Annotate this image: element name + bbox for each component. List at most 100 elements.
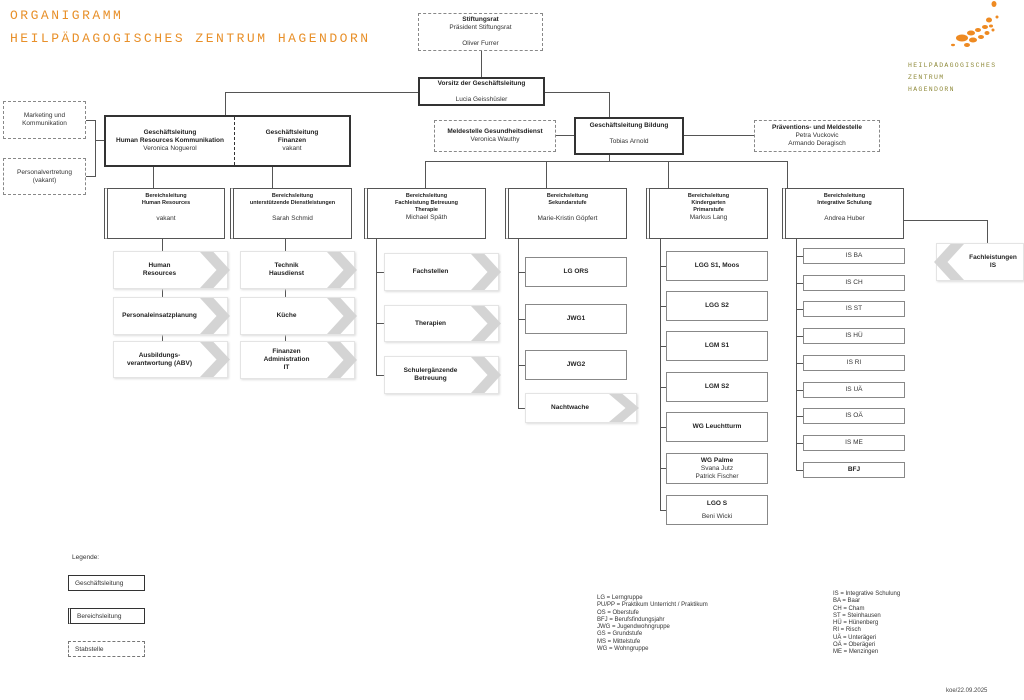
connector: [556, 135, 574, 136]
unit-label: Resources: [142, 270, 177, 277]
unit-label: Schulergänzende: [403, 367, 458, 374]
box-name: vakant: [282, 145, 302, 152]
connector: [609, 92, 610, 118]
box-title: (vakant): [32, 176, 57, 184]
connector: [425, 161, 426, 188]
unit-label: verantwortung (ABV): [127, 359, 192, 367]
marketing-stab-box: Marketing und Kommunikation: [3, 101, 86, 139]
unit-label: Hausdienst: [268, 270, 305, 277]
box-title: Human Resources: [141, 200, 191, 206]
box-name: vakant: [156, 215, 176, 222]
abbreviation: JWG = Jugendwohngruppe: [597, 624, 670, 631]
unit-label: WG Leuchtturm: [692, 423, 742, 430]
unit-nachtwache: Nachtwache: [525, 393, 637, 423]
connector: [609, 155, 610, 161]
box-name: Armando Deragisch: [788, 140, 846, 147]
box-title: Bereichsleitung: [405, 193, 448, 199]
unit-label: LGG S2: [705, 302, 729, 309]
unit-lgm-s1: LGM S1: [666, 331, 768, 361]
unit-lg-ors: LG ORS: [525, 257, 627, 287]
box-title: Bereichsleitung: [271, 193, 314, 199]
abbreviation: BFJ = Berufsfindungsjahr: [597, 616, 665, 623]
unit-label: Ausbildungs-: [138, 351, 181, 359]
connector: [518, 272, 525, 273]
box-title: Bereichsleitung: [145, 193, 187, 199]
connector: [796, 470, 803, 471]
box-title: Sekundarstufe: [548, 200, 587, 206]
connector: [272, 166, 273, 188]
box-name: Markus Lang: [689, 214, 728, 221]
abbreviation: MS = Mittelstufe: [597, 638, 641, 645]
gl-bildung-box: Geschäftsleitung Bildung Tobias Arnold: [574, 117, 684, 155]
box-title: Personalvertretung: [17, 168, 72, 176]
box-title: Bereichsleitung: [687, 193, 730, 199]
logo-text: HEILPÄDAGOGISCHES ZENTRUM HAGENDORN: [908, 60, 996, 96]
unit-label: IS ST: [845, 305, 863, 312]
box-title: Human Resources Kommunikation: [116, 137, 224, 144]
unit-kueche: Küche: [240, 297, 355, 335]
box-title: Kindergarten: [691, 200, 726, 206]
unit-label: Personaleinsatzplanung: [122, 312, 197, 319]
unit-label: JWG1: [566, 315, 586, 322]
unit-name: Beni Wicki: [701, 512, 733, 520]
box-title: Geschäftsleitung: [265, 129, 319, 136]
legend-stabstelle: Stabstelle: [68, 641, 145, 657]
legend-bereichsleitung: Bereichsleitung: [68, 608, 145, 624]
praevention-box: Präventions- und Meldestelle Petra Vucko…: [754, 120, 880, 152]
connector: [162, 239, 163, 341]
unit-personaleinsatzplanung: Personaleinsatzplanung: [113, 297, 228, 335]
vorsitz-box: Vorsitz der Geschäftsleitung Lucia Geiss…: [418, 77, 545, 106]
box-title: Präventions- und Meldestelle: [772, 124, 862, 131]
unit-label: IS ME: [845, 439, 863, 446]
connector: [518, 365, 525, 366]
unit-is: IS ME: [803, 435, 905, 451]
connector: [787, 161, 788, 188]
unit-label: IS RI: [846, 359, 862, 366]
unit-label: Administration: [263, 356, 310, 363]
connector: [86, 176, 95, 177]
connector: [904, 220, 987, 221]
connector: [796, 239, 797, 471]
connector: [796, 256, 803, 257]
page-title: ORGANIGRAMM: [10, 8, 124, 23]
connector: [546, 161, 547, 188]
abbreviation: OÄ = Oberägeri: [833, 642, 876, 649]
box-name: Marie-Kristin Göpfert: [537, 215, 598, 222]
unit-is: IS UÄ: [803, 382, 905, 398]
unit-is: BFJ: [803, 462, 905, 478]
unit-wg-leuchtturm: WG Leuchtturm: [666, 412, 768, 442]
box-title: Bereichsleitung: [546, 193, 589, 199]
unit-label: Küche: [276, 312, 297, 319]
unit-is: IS RI: [803, 355, 905, 371]
box-name: Veronica Wauthy: [470, 136, 520, 143]
unit-label: Human: [148, 262, 171, 269]
logo-line: ZENTRUM: [908, 74, 945, 81]
logo-dots-icon: [945, 0, 1005, 50]
box-name: Andrea Huber: [824, 215, 865, 222]
connector: [518, 319, 525, 320]
unit-is: IS ST: [803, 301, 905, 317]
unit-label: IS UÄ: [845, 386, 863, 393]
unit-jwg1: JWG1: [525, 304, 627, 334]
unit-label: IS CH: [845, 279, 863, 286]
box-title: Vorsitz der Geschäftsleitung: [437, 79, 526, 87]
connector: [518, 408, 525, 409]
bereich-kindergarten-box: Bereichsleitung Kindergarten Primarstufe…: [646, 188, 768, 239]
abbreviation: OS = Oberstufe: [597, 609, 639, 616]
unit-label: Therapien: [414, 319, 447, 327]
abbreviation: GS = Grundstufe: [597, 631, 643, 638]
box-name: Oliver Furrer: [462, 40, 499, 47]
box-title: Integrative Schulung: [817, 200, 872, 206]
box-title: Geschäftsleitung: [143, 129, 197, 136]
box-title: Meldestelle Gesundheitsdienst: [447, 128, 543, 135]
unit-name: Patrick Fischer: [695, 472, 739, 480]
box-name: Michael Späth: [405, 214, 448, 221]
box-role: Präsident Stiftungsrat: [449, 24, 512, 31]
box-title: Primarstufe: [693, 207, 724, 213]
unit-label: JWG2: [566, 361, 586, 368]
abbreviation: CH = Cham: [833, 605, 865, 612]
